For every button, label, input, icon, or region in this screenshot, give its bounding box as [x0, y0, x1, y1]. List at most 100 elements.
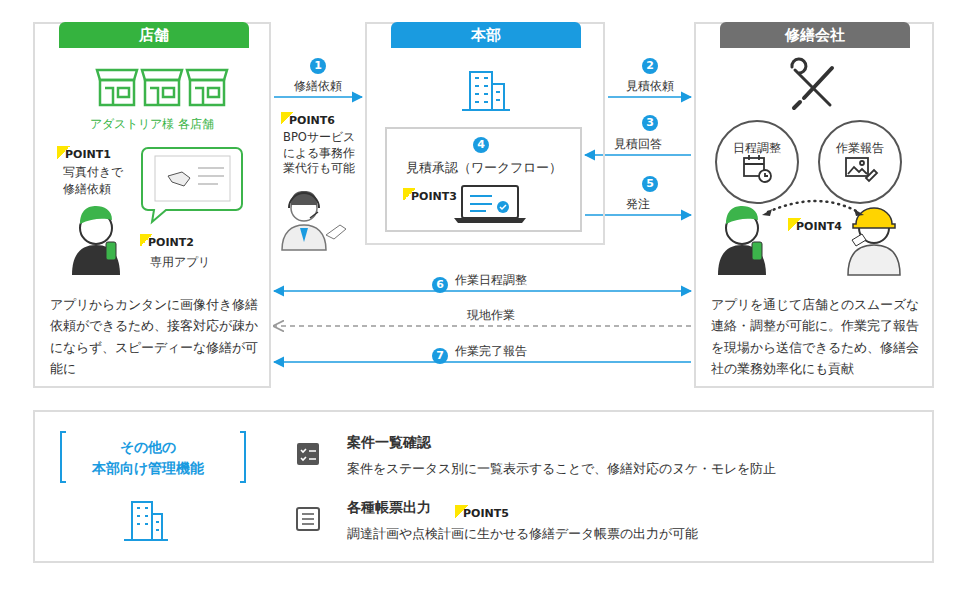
shape [759, 170, 771, 182]
image-icon [846, 158, 877, 181]
edge-label: 見積依頼 [623, 78, 677, 95]
point-badge: POINT5 [455, 505, 511, 520]
shape [846, 158, 868, 176]
shape [289, 193, 319, 208]
point-badge: POINT2 [140, 234, 196, 249]
flow-arrow [608, 96, 691, 98]
callout-number: 4 [473, 137, 489, 153]
flow-arrow [274, 96, 362, 98]
store-staff [72, 206, 120, 275]
bracket [61, 432, 245, 482]
shape [97, 70, 137, 80]
flow-arrow [585, 214, 691, 216]
edge-label: 見積回答 [611, 136, 665, 153]
shape [61, 432, 245, 482]
shape [497, 201, 509, 213]
shape [852, 234, 866, 246]
shape [768, 201, 858, 212]
shape [470, 196, 492, 211]
node-text: アプリからカンタンに画像付き修繕依頼ができるため、接客対応が疎かにならず、スピー… [50, 294, 258, 379]
flow-arrow [274, 325, 691, 327]
callout-number: 3 [642, 115, 658, 131]
point-badge: POINT3 [403, 188, 459, 203]
shape [105, 88, 129, 105]
shape [137, 508, 159, 530]
shape [142, 70, 182, 80]
tool-icon [792, 59, 832, 108]
hq-building [462, 72, 510, 110]
callout-number: 6 [432, 277, 448, 293]
callout-number: 2 [642, 58, 658, 74]
shape [762, 209, 772, 216]
node-text: 各種帳票出力 [347, 499, 431, 517]
shape [150, 88, 174, 105]
shape [792, 59, 830, 105]
shape [848, 245, 900, 275]
shape [854, 209, 864, 216]
shape [765, 173, 768, 176]
node-text: アプリを通じて店舗とのスムーズな連絡・調整が可能に。作業完了報告を現場から送信で… [711, 294, 923, 379]
shape [124, 502, 168, 540]
shape [190, 80, 224, 105]
panel-box: 店舗アダストリア様 各店舗アプリからカンタンに画像付き修繕依頼ができるため、接客… [33, 22, 271, 388]
flow-arrow [585, 154, 691, 156]
node-text: 見積承認（ワークフロー） [387, 159, 580, 177]
shape [726, 206, 758, 224]
node-text: 作業報告 [820, 140, 900, 157]
flow-arrow [274, 290, 691, 292]
shape [80, 206, 112, 224]
shape [848, 167, 867, 174]
circle-node: 作業報告 [818, 120, 902, 204]
panel-header: 修繕会社 [720, 22, 910, 48]
point-badge: POINT1 [57, 146, 113, 161]
shape [142, 70, 182, 105]
shape [97, 70, 137, 105]
node-text: 案件一覧確認 [347, 434, 431, 452]
panel-box: 本部見積承認（ワークフロー） [365, 22, 605, 245]
shape [462, 72, 510, 110]
contractor-staff [718, 206, 766, 275]
node-text: アダストリア様 各店舗 [35, 116, 269, 133]
shape [866, 170, 877, 181]
edge-label: 修繕依頼 [291, 78, 345, 95]
shape [100, 80, 134, 105]
shape [187, 70, 227, 105]
edge-label: 現地作業 [464, 307, 518, 324]
point-badge: POINT6 [281, 112, 337, 127]
shape [853, 208, 895, 228]
node-text: その他の 本部向け管理機能 [73, 437, 223, 479]
checklist-icon [297, 443, 319, 465]
laptop-icon [454, 186, 526, 223]
panel-box: 修繕会社アプリを通じて店舗とのスムーズな連絡・調整が可能に。作業完了報告を現場か… [694, 22, 934, 388]
shape [794, 68, 832, 108]
bpo-operator [282, 191, 346, 250]
shape [297, 508, 319, 530]
node-text: 調達計画や点検計画に生かせる修繕データ帳票の出力が可能 [347, 525, 698, 543]
point-badge: POINT4 [788, 218, 844, 233]
panel-header: 本部 [391, 22, 581, 48]
panel-box: その他の 本部向け管理機能 案件一覧確認案件をステータス別に一覧表示することで、修… [33, 410, 934, 563]
edge-label: 作業完了報告 [452, 343, 530, 360]
shop-icons [97, 70, 227, 105]
shape [301, 449, 316, 460]
shape [302, 514, 314, 524]
shape [326, 225, 346, 239]
shape [155, 156, 230, 201]
shape [297, 443, 319, 465]
shape [142, 148, 242, 222]
shape [168, 172, 190, 186]
callout-number: 7 [432, 348, 448, 364]
node-text: 案件をステータス別に一覧表示することで、修繕対応のヌケ・モレを防止 [347, 460, 776, 478]
speech-bubble [142, 148, 242, 222]
note-text: BPOサービスによる事務作業代行も可能 [283, 130, 359, 177]
dotted-link [762, 201, 864, 216]
shape [752, 242, 762, 260]
shape [454, 218, 526, 223]
shape [300, 228, 308, 242]
shape [310, 212, 318, 218]
shape [500, 205, 506, 209]
worker [848, 208, 900, 275]
shape [145, 80, 179, 105]
